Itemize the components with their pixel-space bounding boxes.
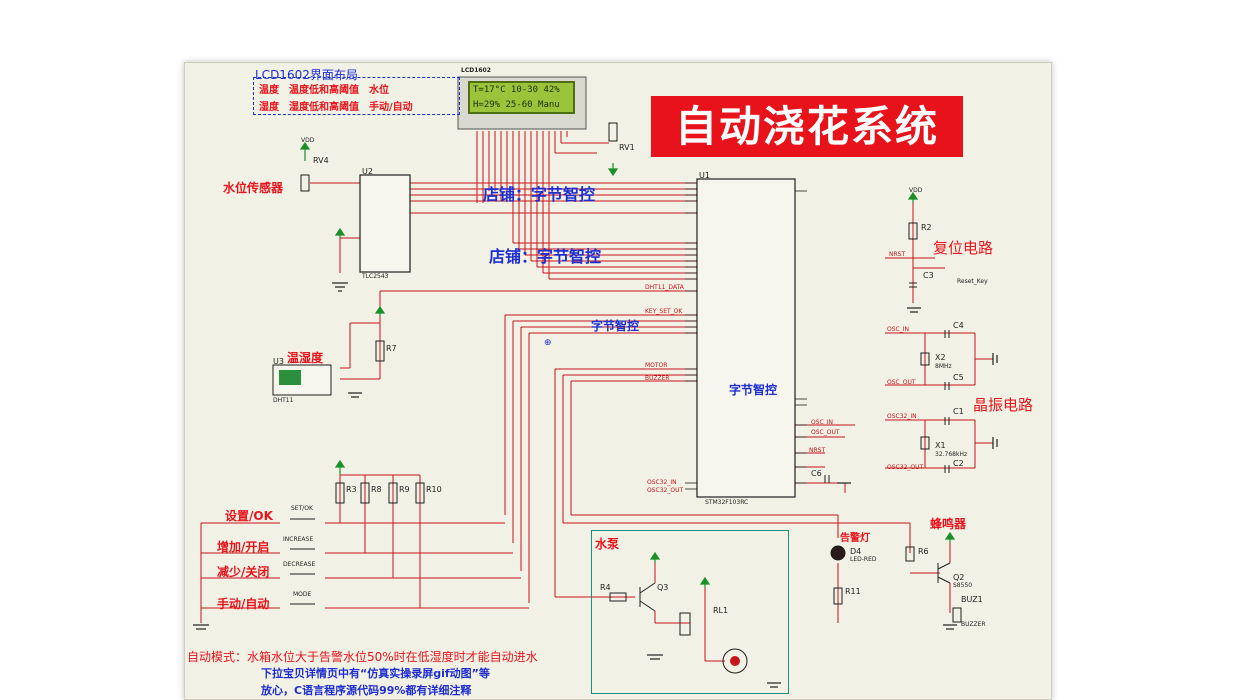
net-dht11-data: DHT11_DATA: [645, 284, 684, 291]
key-label-mode: 手动/自动: [217, 597, 270, 611]
label-rl1: RL1: [713, 606, 729, 615]
note-source-code: 放心，C语言程序源代码99%都有详细注释: [261, 684, 472, 697]
label-crystal-circuit: 晶振电路: [973, 396, 1034, 414]
watermark-4: 字节智控: [729, 383, 778, 397]
label-c5: C5: [953, 373, 964, 382]
button-increase: INCREASE: [283, 536, 314, 543]
net-osc32-out: OSC32_OUT: [887, 464, 924, 471]
label-q2-part: S8550: [953, 582, 973, 589]
label-u2-part: TLC2543: [362, 273, 389, 280]
net-buzzer: BUZZER: [645, 375, 670, 382]
key-label-set: 设置/OK: [225, 509, 273, 523]
label-buz1: BUZ1: [961, 595, 983, 604]
label-q3: Q3: [657, 583, 669, 592]
label-r7: R7: [386, 344, 397, 353]
label-u3: U3: [273, 357, 284, 366]
net-osc-in: OSC_IN: [887, 326, 909, 333]
label-water-pump: 水泵: [595, 537, 620, 551]
label-buzzer: 蜂鸣器: [930, 517, 967, 531]
layout-box-frame: [253, 77, 460, 115]
button-decrease: DECREASE: [283, 561, 316, 568]
label-r8: R8: [371, 485, 382, 494]
key-label-increase: 增加/开启: [217, 540, 270, 554]
pump-box: [591, 530, 789, 694]
label-c1: C1: [953, 407, 964, 416]
label-r4: R4: [600, 583, 611, 592]
button-set-ok: SET/OK: [291, 505, 313, 512]
label-reset-key: Reset_Key: [957, 278, 988, 285]
net-nrst: NRST: [889, 251, 906, 258]
label-buzzer-part: BUZZER: [961, 621, 986, 628]
label-alarm-light: 告警灯: [840, 533, 870, 544]
svg-text:⊕: ⊕: [544, 338, 552, 348]
label-temp-humidity: 温湿度: [287, 351, 324, 365]
net-u1-osc32-in: OSC32_IN: [647, 479, 677, 486]
dht11-module: [273, 365, 331, 395]
label-r9: R9: [399, 485, 410, 494]
net-u1-osc-in: OSC_IN: [811, 419, 833, 426]
watermark-shop-2: 店铺：字节智控: [489, 247, 602, 266]
label-c3: C3: [923, 271, 934, 280]
lcd-line1: T=17°C 10-30 42%: [473, 85, 560, 95]
layout-box-row1: 温度 温度低和高阈值 水位: [259, 85, 389, 96]
dht11-screen: [279, 370, 301, 385]
label-r11: R11: [845, 587, 861, 596]
label-r2: R2: [921, 223, 932, 232]
label-vdd-reset: VDD: [909, 187, 923, 194]
label-reset-circuit: 复位电路: [933, 239, 994, 257]
label-c4: C4: [953, 321, 964, 330]
lcd-screen: T=17°C 10-30 42% H=29% 25-60 Manu: [468, 81, 575, 114]
label-u3-part: DHT11: [273, 397, 294, 404]
label-q2: Q2: [953, 573, 965, 582]
net-osc32-in: OSC32_IN: [887, 413, 917, 420]
watermark-shop-1: 店铺：字节智控: [483, 185, 596, 204]
label-rv1: RV1: [619, 143, 635, 152]
lcd-line2: H=29% 25-60 Manu: [473, 100, 560, 110]
label-water-sensor: 水位传感器: [223, 181, 284, 195]
note-auto-mode: 自动模式：水箱水位大于告警水位50%时在低湿度时才能自动进水: [187, 650, 538, 664]
key-label-decrease: 减少/关闭: [217, 565, 270, 579]
lcd-label: LCD1602: [461, 67, 491, 74]
schematic-wires: ⊕: [193, 76, 998, 688]
label-rv4: RV4: [313, 156, 329, 165]
label-u1: U1: [699, 171, 710, 180]
layout-box-row2: 湿度 湿度低和高阈值 手动/自动: [259, 102, 413, 113]
net-key-set-ok: KEY_SET_OK: [645, 308, 683, 315]
net-u1-nrst: NRST: [809, 447, 826, 454]
label-x1: X1: [935, 441, 946, 450]
net-osc-out: OSC_OUT: [887, 379, 916, 386]
layout-box-title: LCD1602界面布局: [255, 68, 358, 82]
schematic-sheet: ⊕ LCD1602界面布局 温度 温度低和高阈值 水位 湿度 湿度低和高阈值 手…: [184, 62, 1052, 700]
label-c2: C2: [953, 459, 964, 468]
label-vdd-rv4: VDD: [301, 137, 315, 144]
button-mode: MODE: [293, 591, 312, 598]
label-x1-freq: 32.768kHz: [935, 451, 968, 458]
net-motor: MOTOR: [645, 362, 668, 369]
label-d4: D4: [850, 547, 862, 556]
label-led-part: LED-RED: [850, 556, 877, 563]
label-u2: U2: [362, 167, 373, 176]
net-u1-osc-out: OSC_OUT: [811, 429, 840, 436]
net-u1-osc32-out: OSC32_OUT: [647, 487, 684, 494]
watermark-3: 字节智控: [591, 319, 640, 333]
label-x2: X2: [935, 353, 946, 362]
banner-title: 自动浇花系统: [651, 96, 963, 157]
note-details: 下拉宝贝详情页中有“仿真实操录屏gif动图”等: [261, 667, 490, 680]
label-x2-freq: 8MHz: [935, 363, 952, 370]
label-r10: R10: [426, 485, 442, 494]
label-c6: C6: [811, 469, 822, 478]
label-u1-part: STM32F103RC: [705, 499, 749, 506]
label-r6: R6: [918, 547, 929, 556]
label-r3: R3: [346, 485, 357, 494]
